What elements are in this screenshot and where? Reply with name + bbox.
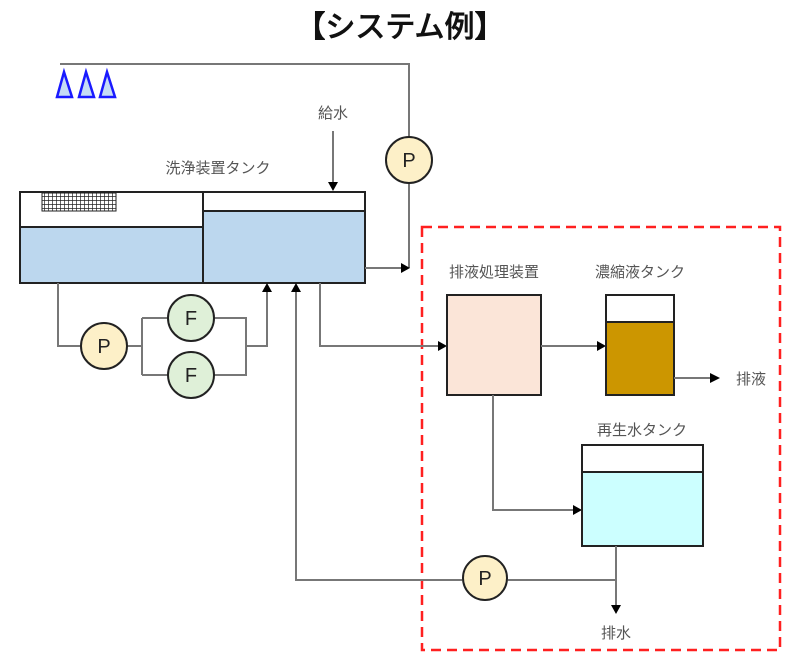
spray-nozzle-icon — [98, 67, 117, 99]
arrow-down-icon — [611, 605, 621, 614]
concentrate-tank-label: 濃縮液タンク — [595, 263, 685, 281]
filter-symbol: F — [185, 308, 197, 330]
filter-symbol: F — [185, 365, 197, 387]
filter-return-pipe — [246, 292, 268, 347]
recycled-water-tank-outline — [581, 444, 704, 547]
pump-spray: P — [385, 136, 433, 184]
pump-icon — [385, 136, 433, 184]
return-pipe — [295, 292, 462, 581]
spray-nozzle-icon — [55, 67, 74, 99]
arrow-right-icon — [710, 373, 720, 383]
spray-pipe — [60, 63, 410, 137]
filter-lower: F — [167, 351, 215, 399]
cleaning-tank-outline — [19, 191, 366, 284]
drain-label: 排水 — [601, 624, 631, 642]
concentrate-liquid — [607, 322, 673, 394]
concentrate-tank — [605, 294, 675, 396]
arrow-down-icon — [328, 182, 338, 191]
pump-circulation: P — [80, 322, 128, 370]
pump-icon — [462, 555, 508, 601]
arrow-right-icon — [573, 505, 582, 515]
cleaning-tank-label: 洗浄装置タンク — [165, 159, 270, 177]
diagram-title: 【システム例】 — [295, 10, 504, 45]
arrow-right-icon — [597, 341, 606, 351]
spray-nozzle-icon — [77, 67, 96, 99]
recycled-water-tank — [581, 444, 704, 547]
pump-symbol: P — [478, 568, 491, 590]
arrow-right-icon — [401, 263, 410, 273]
cleaning-tank-left-water — [21, 227, 203, 282]
pump-return: P — [462, 555, 508, 601]
arrow-up-icon — [262, 283, 272, 292]
waste-treatment-unit — [446, 294, 542, 396]
mesh-basket-icon — [41, 192, 117, 212]
pump-symbol: P — [402, 150, 415, 172]
circulation-pipe — [57, 283, 81, 347]
pump-symbol: P — [97, 336, 110, 358]
concentrate-tank-outline — [605, 294, 675, 396]
cleaning-tank-right-water — [203, 211, 364, 282]
pump-icon — [80, 322, 128, 370]
filter-manifold-out — [214, 317, 247, 376]
water-supply-label: 給水 — [318, 104, 348, 122]
waste-outlet-pipe — [319, 283, 438, 347]
waste-treatment-label: 排液処理装置 — [449, 263, 539, 281]
treatment-system-boundary — [420, 225, 782, 652]
recycled-water-tank-label: 再生水タンク — [597, 421, 687, 439]
cleaning-tank — [19, 191, 366, 284]
spray-nozzles — [55, 67, 117, 99]
arrow-right-icon — [438, 341, 447, 351]
recycled-water — [583, 472, 702, 545]
filter-icon — [167, 294, 215, 342]
filter-icon — [167, 351, 215, 399]
filter-upper: F — [167, 294, 215, 342]
recycled-pipe — [492, 395, 573, 511]
arrow-up-icon — [291, 283, 301, 292]
waste-liquid-label: 排液 — [736, 370, 766, 388]
